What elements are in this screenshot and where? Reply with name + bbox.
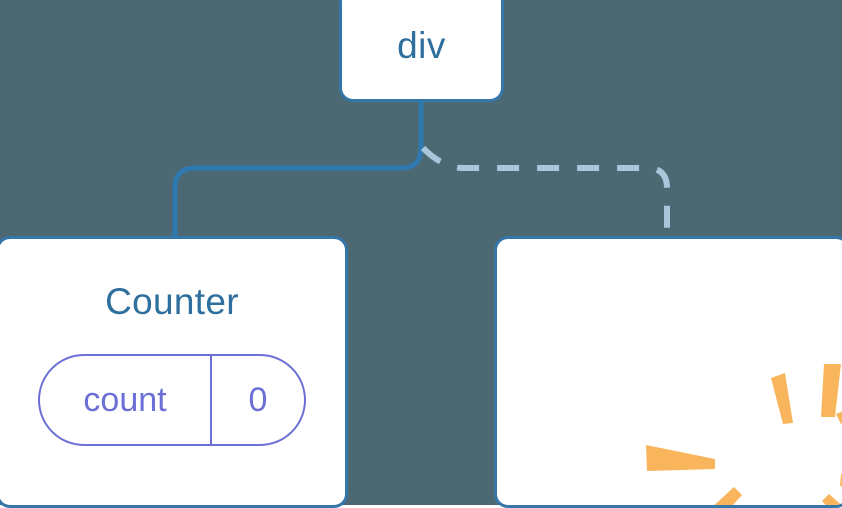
edge-root-counter (172, 98, 424, 241)
ray-w (646, 445, 715, 471)
ray-n (821, 364, 841, 417)
state-pill-value: 0 (248, 380, 268, 419)
state-pill[interactable]: count 0 (38, 354, 306, 446)
ray-nne (771, 373, 793, 424)
sparkle-burst-icon (646, 364, 842, 505)
node-counter[interactable]: Counter count 0 (0, 236, 348, 508)
ray-sw (714, 487, 742, 505)
node-div[interactable]: div (339, 0, 504, 102)
node-counter-title: Counter (105, 281, 239, 322)
ray-ese (822, 494, 842, 505)
edge-root-burst (420, 145, 670, 238)
state-pill-key: count (40, 356, 212, 444)
node-div-label: div (397, 24, 446, 66)
ray-ene (836, 411, 842, 424)
node-burst[interactable] (494, 236, 842, 508)
